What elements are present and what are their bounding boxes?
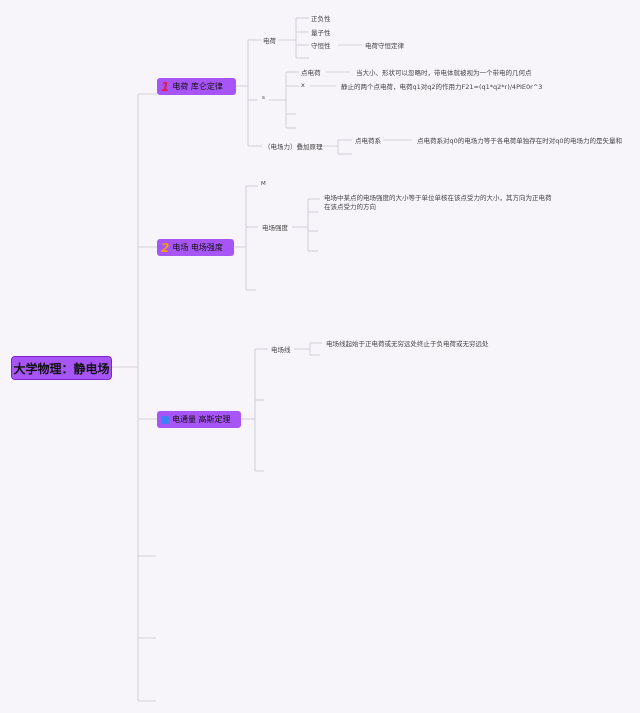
node-field-strength[interactable]: 电场强度: [262, 224, 288, 232]
topic-electric-field[interactable]: 2 电场 电场强度: [157, 239, 234, 256]
topic-3-marker-icon: [161, 415, 169, 424]
topic-gauss-law[interactable]: 电通量 高斯定理: [157, 411, 241, 428]
topic-label: 电通量 高斯定理: [172, 415, 231, 424]
node-field-strength-definition-cont[interactable]: 在该点受力的方向: [324, 203, 376, 211]
node-s-marker[interactable]: s: [262, 95, 265, 101]
node-superposition[interactable]: （电场力）叠加原理: [264, 143, 323, 151]
topic-label: 电场 电场强度: [172, 243, 223, 252]
node-conservation-law[interactable]: 电荷守恒定律: [365, 42, 404, 50]
node-charge-prop[interactable]: 守恒性: [311, 42, 331, 50]
node-field-strength-definition[interactable]: 电场中某点的电场强度的大小等于单位单核在该点受力的大小，其方向为正电荷: [324, 194, 552, 202]
node-charge[interactable]: 电荷: [263, 37, 276, 45]
node-point-charge-system[interactable]: 点电荷系: [355, 137, 381, 145]
topic-number-1: 1: [161, 79, 170, 94]
node-field-line-definition[interactable]: 电场线起始于正电荷或无穷远处终止于负电荷或无穷远处: [326, 340, 489, 348]
node-m-marker[interactable]: M: [261, 181, 266, 187]
node-point-charge[interactable]: 点电荷: [301, 69, 321, 77]
topic-coulomb[interactable]: 1 电荷 库仑定律: [157, 78, 236, 95]
node-charge-prop[interactable]: 量子性: [311, 29, 331, 37]
topic-number-2: 2: [161, 240, 170, 255]
node-charge-prop[interactable]: 正负性: [311, 15, 331, 23]
root-node[interactable]: 大学物理：静电场: [11, 356, 112, 380]
node-coulomb-formula[interactable]: 静止的两个点电荷，电荷q1对q2的作用力F21=(q1*q2*r)/4PIE0r…: [341, 83, 543, 91]
node-field-line[interactable]: 电场线: [271, 346, 291, 354]
node-superposition-definition[interactable]: 点电荷系对q0的电场力等于各电荷单独存在时对q0的电场力的是矢量和: [417, 137, 623, 145]
node-point-charge-definition[interactable]: 当大小、形状可以忽略时，带电体就被视为一个带电的几何点: [356, 69, 532, 77]
topic-label: 电荷 库仑定律: [172, 82, 223, 91]
root-label: 大学物理：静电场: [13, 361, 110, 376]
node-x-marker[interactable]: x: [301, 81, 305, 89]
